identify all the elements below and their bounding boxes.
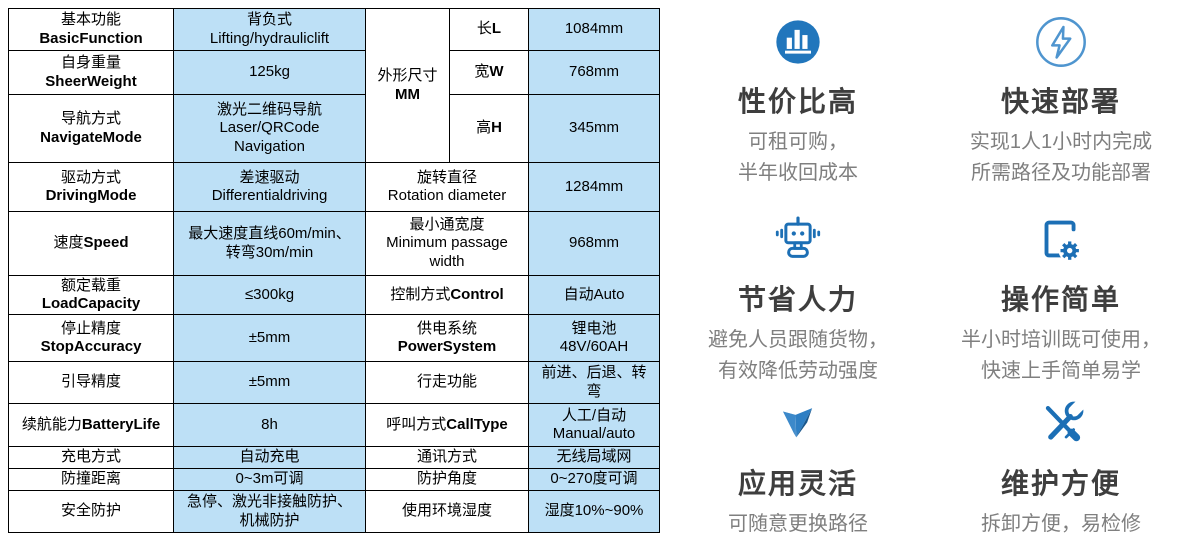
value-driving-mode: 差速驱动 Differentialdriving (173, 162, 366, 212)
value-control: 自动Auto (528, 275, 660, 315)
tools-icon (950, 394, 1172, 454)
table-row: 引导精度 ±5mm 行走功能 前进、后退、转 弯 (8, 361, 660, 404)
robot-icon (698, 210, 898, 270)
label-call-type: 呼叫方式CallType (365, 403, 529, 447)
feature-title: 性价比高 (737, 86, 858, 117)
feature-title: 操作简单 (1000, 284, 1121, 315)
gear-document-icon (950, 210, 1172, 270)
feature-desc: 避免人员跟随货物， 有效降低劳动强度 (708, 329, 888, 382)
table-row: 速度Speed 最大速度直线60m/min、 转弯30m/min 最小通宽度 M… (8, 211, 660, 276)
label-charging-mode: 充电方式 (8, 446, 174, 469)
label-rotation-diameter: 旋转直径 Rotation diameter (365, 162, 529, 212)
feature-cost-effective: 性价比高 可租可购， 半年收回成本 (698, 12, 898, 189)
table-row: 安全防护 急停、激光非接触防护、 机械防护 使用环境湿度 湿度10%~90% (8, 490, 660, 533)
label-speed: 速度Speed (8, 211, 174, 276)
value-charging-mode: 自动充电 (173, 446, 366, 469)
table-row: 充电方式 自动充电 通讯方式 无线局域网 (8, 446, 660, 469)
label-communication: 通讯方式 (365, 446, 529, 469)
label-collision-distance: 防撞距离 (8, 468, 174, 491)
feature-title: 快速部署 (1000, 86, 1121, 117)
label-travel-function: 行走功能 (365, 361, 529, 404)
value-navigate-mode: 激光二维码导航 Laser/QRCode Navigation (173, 94, 366, 163)
value-guide-accuracy: ±5mm (173, 361, 366, 404)
feature-desc: 拆卸方便，易检修 (981, 513, 1141, 535)
value-load-capacity: ≤300kg (173, 275, 366, 315)
feature-desc: 实现1人1小时内完成 所需路径及功能部署 (969, 131, 1153, 184)
label-ambient-humidity: 使用环境湿度 (365, 490, 529, 533)
value-width: 768mm (528, 50, 660, 95)
feature-title: 节省人力 (737, 284, 858, 315)
value-power-system: 锂电池 48V/60AH (528, 314, 660, 362)
value-travel-function: 前进、后退、转 弯 (528, 361, 660, 404)
value-speed: 最大速度直线60m/min、 转弯30m/min (173, 211, 366, 276)
feature-title: 维护方便 (1000, 468, 1121, 499)
lightning-circle-icon (950, 12, 1172, 72)
label-battery-life: 续航能力BatteryLife (8, 403, 174, 447)
value-battery-life: 8h (173, 403, 366, 447)
table-row: 续航能力BatteryLife 8h 呼叫方式CallType 人工/自动 Ma… (8, 403, 660, 447)
down-arrow-3d-icon (698, 394, 898, 454)
feature-desc: 半小时培训既可使用， 快速上手简单易学 (961, 329, 1161, 382)
label-length: 长L (449, 8, 529, 51)
value-safety-protection: 急停、激光非接触防护、 机械防护 (173, 490, 366, 533)
value-collision-distance: 0~3m可调 (173, 468, 366, 491)
label-safety-protection: 安全防护 (8, 490, 174, 533)
value-sheer-weight: 125kg (173, 50, 366, 95)
value-call-type: 人工/自动 Manual/auto (528, 403, 660, 447)
label-height: 高H (449, 94, 529, 163)
feature-easy-operation: 操作简单 半小时培训既可使用， 快速上手简单易学 (950, 210, 1172, 387)
value-min-passage-width: 968mm (528, 211, 660, 276)
value-ambient-humidity: 湿度10%~90% (528, 490, 660, 533)
value-protection-angle: 0~270度可调 (528, 468, 660, 491)
feature-desc: 可随意更换路径 (728, 513, 868, 535)
label-protection-angle: 防护角度 (365, 468, 529, 491)
value-length: 1084mm (528, 8, 660, 51)
feature-easy-maintenance: 维护方便 拆卸方便，易检修 (950, 394, 1172, 539)
feature-save-labor: 节省人力 避免人员跟随货物， 有效降低劳动强度 (698, 210, 898, 387)
label-min-passage-width: 最小通宽度 Minimum passage width (365, 211, 529, 276)
bar-chart-circle-icon (698, 12, 898, 72)
label-width: 宽W (449, 50, 529, 95)
value-stop-accuracy: ±5mm (173, 314, 366, 362)
label-control: 控制方式Control (365, 275, 529, 315)
value-basic-function: 背负式 Lifting/hydrauliclift (173, 8, 366, 51)
value-rotation-diameter: 1284mm (528, 162, 660, 212)
label-guide-accuracy: 引导精度 (8, 361, 174, 404)
feature-title: 应用灵活 (737, 468, 858, 499)
value-communication: 无线局域网 (528, 446, 660, 469)
table-row: 防撞距离 0~3m可调 防护角度 0~270度可调 (8, 468, 660, 491)
value-height: 345mm (528, 94, 660, 163)
feature-desc: 可租可购， 半年收回成本 (738, 131, 858, 184)
feature-flexible-application: 应用灵活 可随意更换路径 (698, 394, 898, 539)
feature-fast-deployment: 快速部署 实现1人1小时内完成 所需路径及功能部署 (950, 12, 1172, 189)
